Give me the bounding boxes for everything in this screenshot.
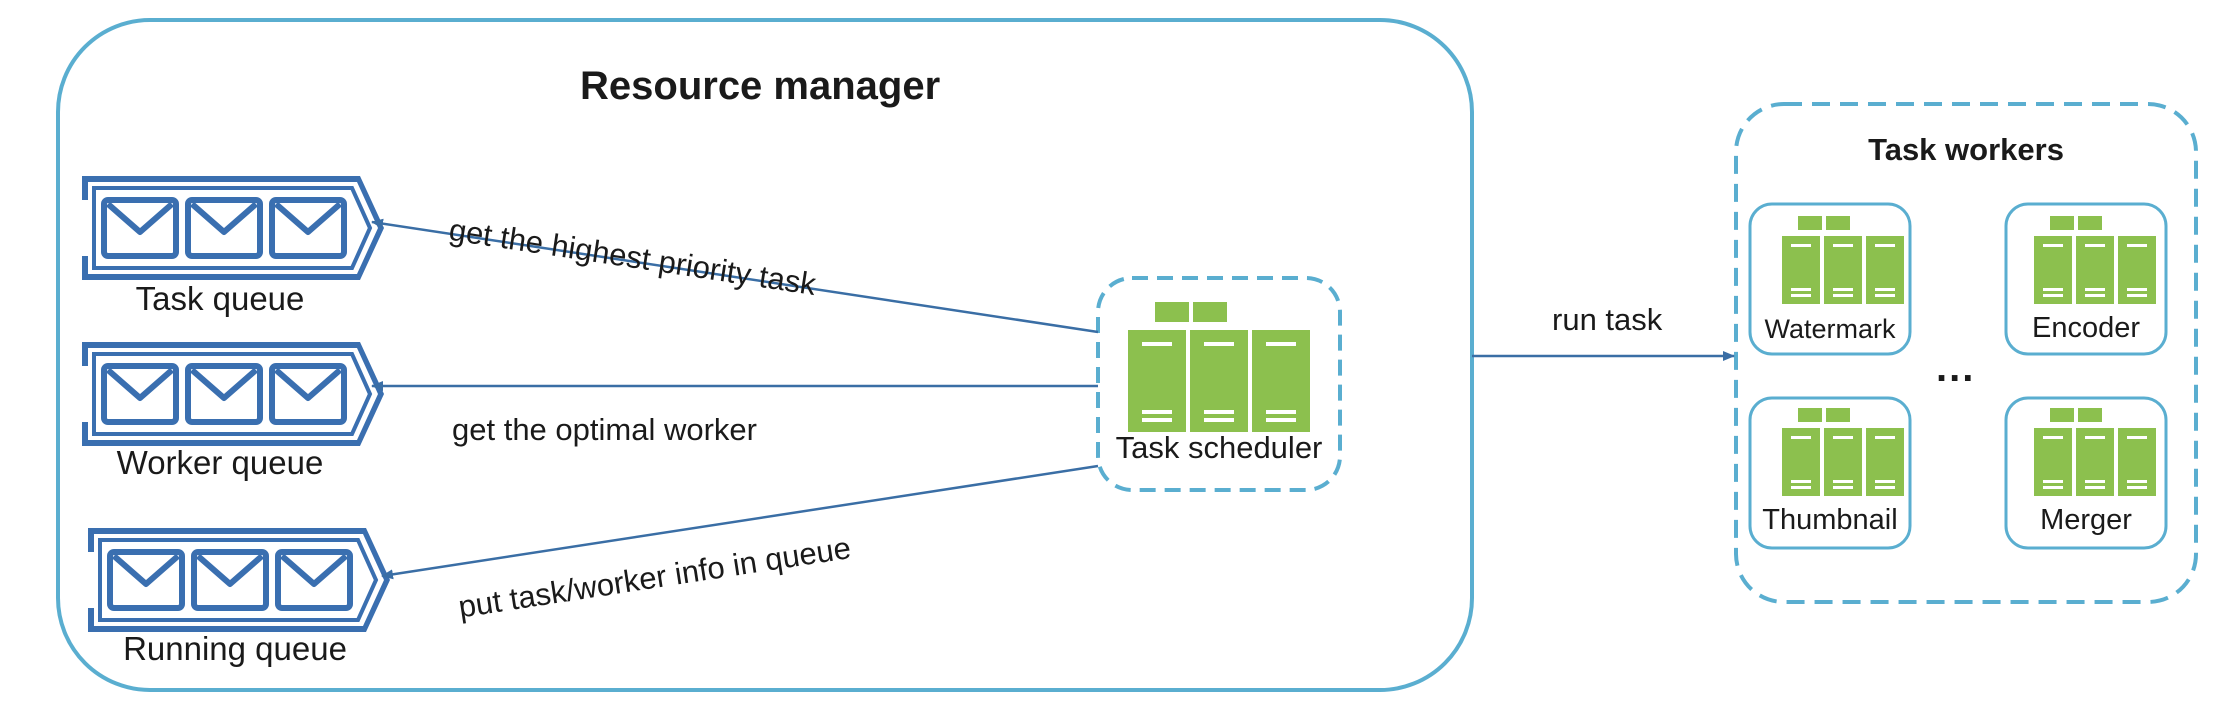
worker-box-merger <box>2004 396 2168 550</box>
worker-queue-label: Worker queue <box>116 444 324 481</box>
workers-ellipsis: ... <box>1936 346 1976 390</box>
task-workers-title: Task workers <box>1868 132 2064 167</box>
worker-label-encoder: Encoder <box>2031 312 2140 344</box>
task-workers-container <box>1734 102 2198 604</box>
worker-label-thumbnail: Thumbnail <box>1762 504 1898 536</box>
task-queue-label: Task queue <box>135 280 305 317</box>
resource-manager-title: Resource manager <box>580 64 941 108</box>
watermark-server-icon <box>1782 216 1904 304</box>
worker-label-watermark: Watermark <box>1764 314 1896 344</box>
task-scheduler-box <box>1096 276 1342 492</box>
task-scheduler-server-icon <box>1128 302 1310 432</box>
worker-label-merger: Merger <box>2040 504 2132 536</box>
worker-box-thumbnail <box>1748 396 1912 550</box>
running-queue-label: Running queue <box>123 630 347 667</box>
task-scheduler-label: Task scheduler <box>1115 430 1323 465</box>
edge-label-optimal-worker: get the optimal worker <box>452 412 757 447</box>
arrow-get-highest-priority <box>371 218 1099 334</box>
encoder-server-icon <box>2034 216 2156 304</box>
task-queue-icon <box>82 176 384 280</box>
arrow-put-info-in-queue <box>381 464 1099 580</box>
worker-box-watermark <box>1748 202 1912 356</box>
edge-label-run-task: run task <box>1552 302 1663 337</box>
worker-box-encoder <box>2004 202 2168 356</box>
thumbnail-server-icon <box>1782 408 1904 496</box>
worker-queue-icon <box>82 342 384 446</box>
running-queue-icon <box>88 528 390 632</box>
merger-server-icon <box>2034 408 2156 496</box>
